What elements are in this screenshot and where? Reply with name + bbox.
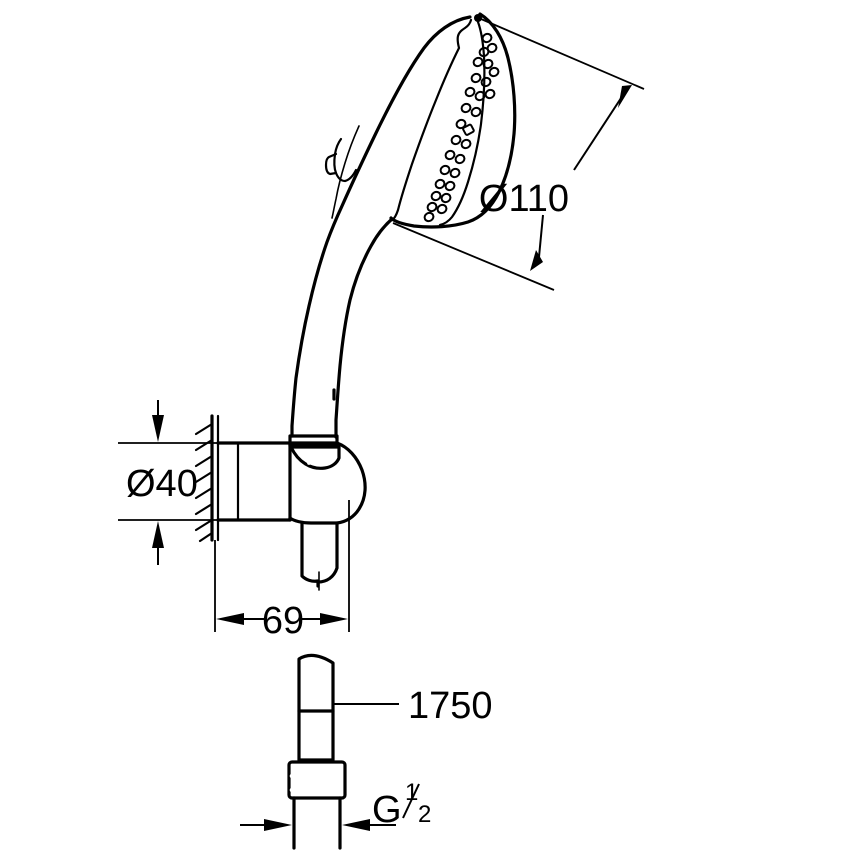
thread-fraction-bar bbox=[402, 783, 420, 819]
bracket-cradle-front bbox=[316, 521, 339, 584]
head-apex-point bbox=[474, 14, 482, 22]
hand-shower-assembly bbox=[288, 12, 517, 470]
bracket-arm bbox=[288, 441, 367, 525]
dimension-hose-thread: G 1 2 bbox=[240, 779, 431, 831]
d69-arrow-right bbox=[320, 613, 348, 625]
hose-coupling-nut bbox=[287, 760, 347, 800]
spray-face-rim bbox=[389, 12, 517, 229]
dimension-label-thread-prefix: G bbox=[372, 789, 402, 831]
d110-arrow-lower bbox=[530, 250, 543, 271]
shower-body-front-outline bbox=[334, 217, 394, 439]
spray-nozzles bbox=[423, 32, 500, 223]
d110-dimline-lower bbox=[538, 214, 544, 258]
dimension-label-bracket-projection: 69 bbox=[262, 600, 304, 642]
d110-arrow-upper bbox=[618, 85, 632, 108]
handle-grip-highlight bbox=[331, 125, 360, 219]
dimension-label-thread-denominator: 2 bbox=[418, 801, 431, 828]
shower-body-back-outline bbox=[290, 15, 472, 438]
handle-connector-knurl bbox=[289, 445, 341, 470]
d69-arrow-left bbox=[216, 613, 244, 625]
gthread-arrow-left bbox=[264, 819, 292, 831]
wall-bracket-assembly bbox=[216, 441, 367, 632]
dimension-label-bracket-diameter: Ø40 bbox=[126, 463, 198, 505]
spray-face-inner-edge bbox=[390, 18, 473, 222]
d110-lower-extension bbox=[392, 222, 555, 291]
d40-arrow-lower bbox=[152, 521, 164, 548]
hose-thread-spigot bbox=[292, 796, 342, 850]
d40-arrow-upper bbox=[152, 415, 164, 442]
dimension-label-hose-length: 1750 bbox=[408, 685, 493, 727]
bracket-escutcheon bbox=[216, 441, 292, 522]
spray-face-plate-edge bbox=[438, 20, 486, 227]
handle-grip-notch-tab bbox=[324, 152, 338, 176]
hose-tube-upper bbox=[297, 653, 335, 713]
bracket-cradle-lip bbox=[300, 521, 320, 588]
dimension-label-thread-numerator: 1 bbox=[405, 779, 418, 806]
dimension-head-diameter: Ø110 bbox=[392, 18, 645, 291]
d110-upper-extension bbox=[480, 18, 645, 90]
dimension-bracket-projection: 69 bbox=[216, 600, 348, 642]
d110-dimline-upper bbox=[573, 91, 626, 171]
shower-hose-assembly bbox=[287, 653, 347, 850]
dimension-bracket-diameter: Ø40 bbox=[118, 400, 218, 565]
dimension-label-head-diameter: Ø110 bbox=[479, 178, 569, 220]
hose-tube-lower bbox=[297, 709, 335, 762]
wall-section bbox=[194, 414, 220, 632]
dimension-hose-length: 1750 bbox=[333, 685, 493, 727]
wall-hatching bbox=[194, 422, 214, 543]
gthread-arrow-right bbox=[342, 819, 370, 831]
